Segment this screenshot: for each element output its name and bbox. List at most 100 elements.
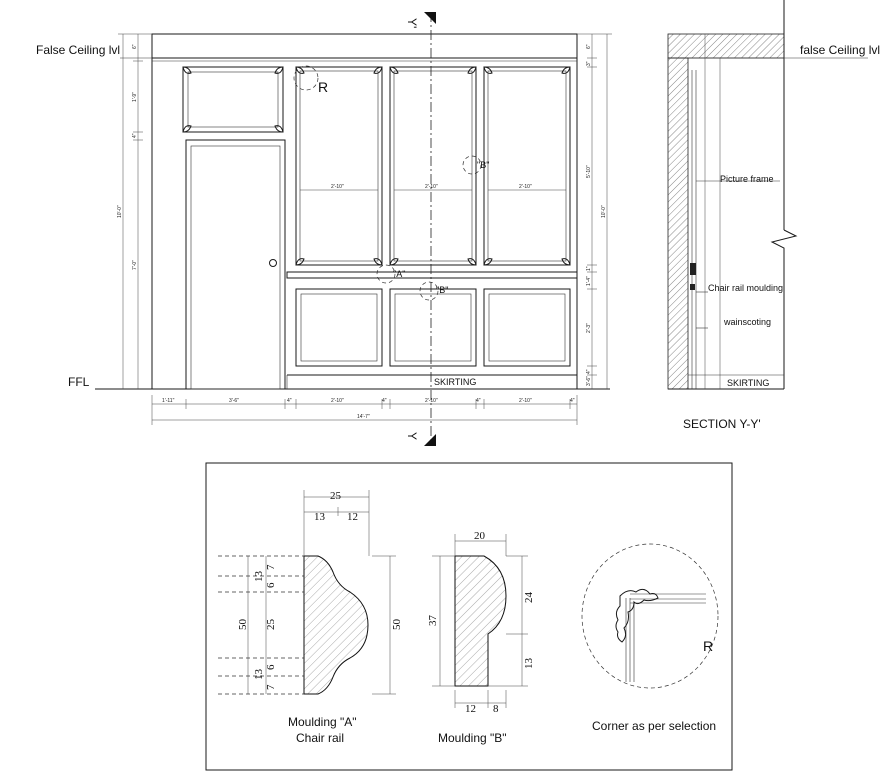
callout-a-circle: [376, 264, 396, 284]
section-ceiling-label: false Ceiling lvl: [800, 43, 880, 57]
section-yy: false Ceiling lvl Picture frame Chair ra…: [667, 0, 880, 431]
bottom-dim: 4": [287, 398, 292, 404]
moulding-b-profile: [454, 555, 507, 687]
callout-a-label: "A": [393, 269, 405, 279]
corner-ornament-icon: [615, 588, 659, 643]
left-dim: 7'-0": [132, 260, 138, 270]
right-dim: 10'-0": [601, 205, 607, 218]
moulding-a-profile: [303, 555, 369, 695]
section-skirting-label: SKIRTING: [727, 378, 769, 388]
callout-b-lower-label: "B": [436, 285, 448, 295]
axis-bottom-label: Y: [405, 432, 419, 440]
corner-ornaments: [182, 66, 571, 266]
right-dim: 6": [586, 44, 592, 49]
moulding-a-dim: 25: [330, 490, 342, 502]
section-arrow-top-icon: [424, 12, 436, 24]
wall-elevation: False Ceiling lvl FFL R "A" "B" "B" SKIR…: [36, 12, 612, 446]
callout-r-circle: [293, 65, 319, 91]
chair-rail: [286, 271, 578, 279]
panel-width-dim: 2'-10": [519, 184, 532, 190]
right-dim: 1'-4": [586, 276, 592, 286]
moulding-a-dim: 12: [347, 511, 358, 523]
left-dim: 4": [132, 133, 138, 138]
left-dimensions: [118, 33, 152, 389]
bottom-dimensions: [151, 189, 578, 425]
right-dim: 5'-10": [586, 165, 592, 178]
bottom-dim: 1'-11": [162, 398, 175, 404]
moulding-b-dim: 24: [523, 592, 535, 604]
right-dim: 2'-3": [586, 323, 592, 333]
wainscoting-label: wainscoting: [723, 317, 771, 327]
moulding-a-dim: 13: [253, 669, 265, 681]
moulding-a-detail: 25 13 12 50 50 13 6 7 25 13 7 6 Moulding…: [218, 490, 403, 745]
section-arrow-bottom-icon: [424, 434, 436, 446]
moulding-a-dim: 13: [314, 511, 326, 523]
upper-panel-3: [483, 66, 571, 266]
moulding-b-dim: 13: [523, 658, 535, 670]
false-ceiling-label: False Ceiling lvl: [36, 43, 120, 57]
moulding-b-dim: 20: [474, 530, 486, 542]
lower-panel-2: [389, 288, 477, 367]
moulding-a-dim: 7: [265, 684, 277, 690]
right-dimensions: [577, 33, 612, 389]
moulding-b-dim: 8: [493, 703, 499, 715]
moulding-a-dim: 6: [265, 664, 277, 670]
bottom-dim: 2'-10": [425, 398, 438, 404]
upper-panel-2: [389, 66, 477, 266]
ffl-label: FFL: [68, 375, 90, 389]
moulding-a-title: Moulding "A": [288, 715, 357, 729]
picture-frame-label: Picture frame: [720, 174, 774, 184]
corner-detail: R Corner as per selection: [581, 543, 719, 733]
panel-width-dim: 2'-10": [331, 184, 344, 190]
right-dim: 3'-6": [586, 376, 592, 386]
overall-width-dim: 14'-7": [357, 414, 370, 420]
callout-b-lower-circle: [419, 281, 439, 301]
chair-rail-profile: [690, 263, 696, 275]
moulding-a-dim: 50: [237, 619, 249, 631]
moulding-a-dim: 13: [253, 571, 265, 583]
over-door-panel: [182, 66, 284, 133]
corner-detail-tag: R: [703, 638, 713, 654]
bottom-dim: 3'-6": [229, 398, 239, 404]
left-dim: 10'-0": [117, 205, 123, 218]
lower-panel-3: [483, 288, 571, 367]
break-line: [770, 229, 798, 389]
left-dim: 6": [132, 44, 138, 49]
moulding-a-subtitle: Chair rail: [296, 731, 344, 745]
wall-outline: [151, 33, 578, 390]
moulding-a-dim: 7: [265, 564, 277, 570]
bottom-dim: 4": [382, 398, 387, 404]
bottom-dim: 4": [570, 398, 575, 404]
moulding-a-dim: 6: [265, 582, 277, 588]
corner-tag-label: R: [318, 79, 328, 95]
moulding-a-dim: 25: [265, 619, 277, 631]
left-dim: 1'-9": [132, 92, 138, 102]
door-leaf: [190, 145, 281, 390]
chair-rail-label: Chair rail moulding: [708, 283, 783, 293]
right-dim: 1": [586, 266, 592, 271]
lower-panel-1: [295, 288, 383, 367]
corner-detail-circle: [581, 543, 719, 689]
axis-top-label: Y': [405, 18, 419, 28]
bottom-dim: 4": [476, 398, 481, 404]
panel-width-dim: 2'-10": [425, 184, 438, 190]
moulding-b-dim: 12: [465, 703, 476, 715]
details-frame: [205, 462, 733, 771]
right-dim: 4": [586, 369, 592, 374]
wall-hatch: [667, 57, 689, 390]
callout-b-upper-circle: [462, 155, 482, 175]
bottom-dim: 2'-10": [519, 398, 532, 404]
bottom-dim: 2'-10": [331, 398, 344, 404]
callout-b-upper-label: "B": [477, 160, 489, 170]
door-knob: [269, 259, 277, 267]
section-title: SECTION Y-Y': [683, 417, 761, 431]
moulding-b-detail: 20 37 24 13 12 8 Moulding "B": [427, 530, 535, 745]
slab-hatch: [667, 33, 785, 59]
moulding-a-dim: 50: [391, 619, 403, 631]
upper-panel-1: [295, 66, 383, 266]
right-dim: 3": [586, 61, 592, 66]
corner-detail-title: Corner as per selection: [592, 719, 716, 733]
moulding-b-dim: 37: [427, 615, 439, 627]
skirting-label: SKIRTING: [434, 377, 476, 387]
